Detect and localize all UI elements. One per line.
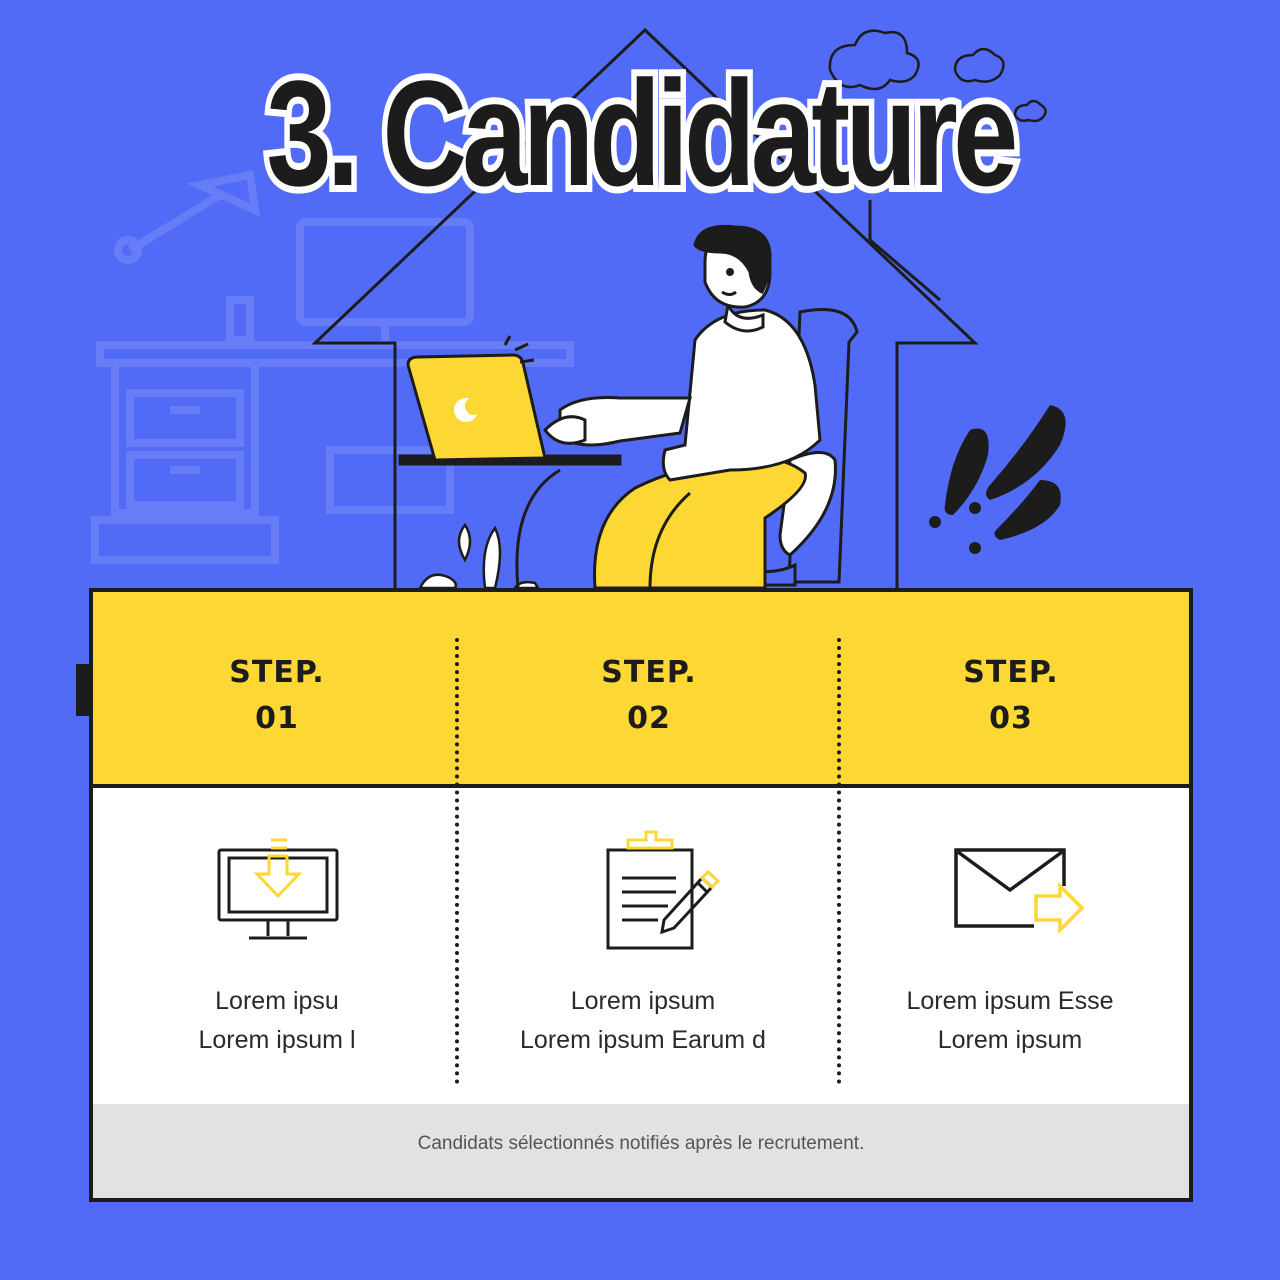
step-label-number: 03 — [989, 701, 1033, 736]
footer-note: Candidats sélectionnés notifiés après le… — [417, 1133, 865, 1154]
desk — [398, 454, 622, 589]
step-01-description: Lorem ipsu Lorem ipsum l — [117, 982, 437, 1060]
step-text-line: Lorem ipsu — [215, 987, 339, 1015]
person-working — [543, 224, 822, 590]
column-divider — [455, 638, 459, 1084]
step-label-word: STEP. — [601, 655, 697, 690]
step-text-line: Lorem ipsum Earum d — [520, 1026, 766, 1054]
step-label-word: STEP. — [229, 655, 325, 690]
plant-decoration — [417, 522, 541, 590]
panel-footer: Candidats sélectionnés notifiés après le… — [93, 1104, 1189, 1198]
step-label-number: 01 — [255, 701, 299, 736]
step-text-line: Lorem ipsum — [570, 987, 716, 1015]
step-02-label: STEP. 02 — [549, 650, 749, 742]
steps-header — [93, 592, 1189, 788]
step-text-line: Lorem ipsum Esse — [906, 987, 1114, 1015]
step-text-line: Lorem ipsum — [937, 1026, 1083, 1054]
step-03-description: Lorem ipsum Esse Lorem ipsum — [850, 982, 1170, 1060]
monitor-download-icon — [217, 838, 339, 940]
step-03-label: STEP. 03 — [911, 650, 1111, 742]
envelope-send-icon — [954, 848, 1085, 935]
step-01-label: STEP. 01 — [177, 650, 377, 742]
page-title: 3. Candidature — [261, 42, 1024, 224]
step-label-word: STEP. — [963, 655, 1059, 690]
cloud-icons — [828, 29, 1047, 123]
house-outline — [311, 27, 979, 588]
laptop — [406, 335, 547, 462]
step-02-description: Lorem ipsum Lorem ipsum Earum d — [483, 982, 803, 1060]
steps-panel: STEP. 01 STEP. 02 STEP. 03 — [89, 588, 1193, 1202]
step-label-number: 02 — [627, 701, 671, 736]
step-text-line: Lorem ipsum l — [198, 1026, 356, 1054]
column-divider — [837, 638, 841, 1084]
exclamation-marks-decoration — [929, 405, 1066, 554]
clipboard-pencil-icon — [606, 830, 721, 950]
faded-desk-illustration — [91, 170, 574, 564]
